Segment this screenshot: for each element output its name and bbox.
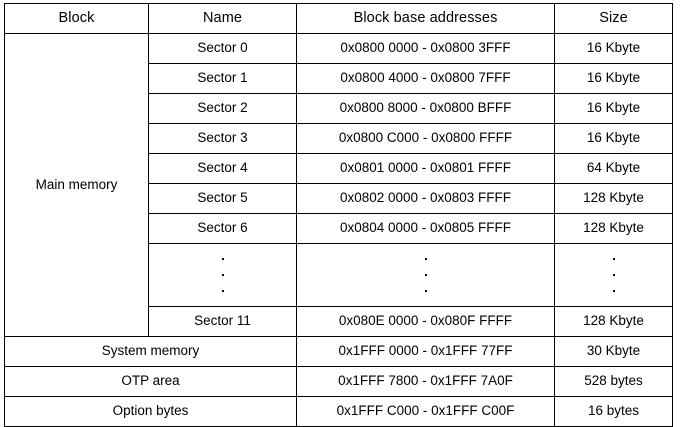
footer-size-cell: 30 Kbyte [554, 336, 673, 367]
sector-size-cell: 16 Kbyte [554, 123, 673, 154]
vertical-ellipsis-icon [149, 244, 296, 306]
table-row: Sector 1 0x0800 4000 - 0x0800 7FFF 16 Kb… [5, 63, 673, 94]
sector-address-cell: 0x080E 0000 - 0x080F FFFF [296, 306, 555, 337]
ellipsis-row [5, 243, 673, 307]
table-row: Main memory Sector 0 0x0800 0000 - 0x080… [4, 33, 673, 337]
sector-name-cell: Sector 6 [148, 213, 297, 244]
sector-name-cell: Sector 11 [148, 306, 297, 337]
sector-size-cell: 64 Kbyte [554, 153, 673, 184]
sector-address-cell: 0x0800 0000 - 0x0800 3FFF [296, 33, 555, 64]
sector-size-cell: 128 Kbyte [554, 183, 673, 214]
table-row: Option bytes 0x1FFF C000 - 0x1FFF C00F 1… [4, 396, 673, 427]
block-cell-system-memory: System memory [4, 336, 297, 367]
sector-name-cell: Sector 2 [148, 93, 297, 124]
memory-map-table: Block Name Block base addresses Size Mai… [4, 3, 673, 427]
footer-address-cell: 0x1FFF 7800 - 0x1FFF 7A0F [296, 366, 555, 397]
vertical-ellipsis-icon [555, 244, 672, 306]
sector-name-cell: Sector 5 [148, 183, 297, 214]
sector-name-cell: Sector 4 [148, 153, 297, 184]
column-header-size: Size [554, 3, 673, 34]
footer-size-cell: 528 bytes [554, 366, 673, 397]
sector-size-cell: 128 Kbyte [554, 306, 673, 337]
sector-address-cell: 0x0804 0000 - 0x0805 FFFF [296, 213, 555, 244]
sector-address-cell: 0x0800 8000 - 0x0800 BFFF [296, 93, 555, 124]
sector-name-cell: Sector 3 [148, 123, 297, 154]
column-header-block: Block [4, 3, 149, 34]
table-row: Sector 5 0x0802 0000 - 0x0803 FFFF 128 K… [5, 183, 673, 214]
table-row: Sector 4 0x0801 0000 - 0x0801 FFFF 64 Kb… [5, 153, 673, 184]
table-row: Sector 2 0x0800 8000 - 0x0800 BFFF 16 Kb… [5, 93, 673, 124]
table-row: Sector 11 0x080E 0000 - 0x080F FFFF 128 … [5, 306, 673, 337]
sector-size-cell: 16 Kbyte [554, 33, 673, 64]
sector-name-cell: Sector 0 [148, 33, 297, 64]
ellipsis-cell-address [296, 243, 555, 307]
block-cell-otp-area: OTP area [4, 366, 297, 397]
column-header-name: Name [148, 3, 297, 34]
vertical-ellipsis-icon [297, 244, 554, 306]
sector-size-cell: 16 Kbyte [554, 93, 673, 124]
table-row: System memory 0x1FFF 0000 - 0x1FFF 77FF … [4, 336, 673, 367]
sector-name-cell: Sector 1 [148, 63, 297, 94]
table-body: Main memory Sector 0 0x0800 0000 - 0x080… [4, 33, 673, 427]
sector-address-cell: 0x0800 4000 - 0x0800 7FFF [296, 63, 555, 94]
table-row: Sector 3 0x0800 C000 - 0x0800 FFFF 16 Kb… [5, 123, 673, 154]
sector-address-cell: 0x0800 C000 - 0x0800 FFFF [296, 123, 555, 154]
footer-address-cell: 0x1FFF C000 - 0x1FFF C00F [296, 396, 555, 427]
block-cell-option-bytes: Option bytes [4, 396, 297, 427]
sector-address-cell: 0x0802 0000 - 0x0803 FFFF [296, 183, 555, 214]
ellipsis-cell-name [148, 243, 297, 307]
sector-address-cell: 0x0801 0000 - 0x0801 FFFF [296, 153, 555, 184]
sector-size-cell: 16 Kbyte [554, 63, 673, 94]
ellipsis-cell-size [554, 243, 673, 307]
footer-address-cell: 0x1FFF 0000 - 0x1FFF 77FF [296, 336, 555, 367]
column-header-address: Block base addresses [296, 3, 555, 34]
memory-map-table-container: Block Name Block base addresses Size Mai… [4, 3, 673, 427]
table-row: OTP area 0x1FFF 7800 - 0x1FFF 7A0F 528 b… [4, 366, 673, 397]
sector-size-cell: 128 Kbyte [554, 213, 673, 244]
block-cell-main-memory: Main memory [4, 33, 149, 337]
table-header: Block Name Block base addresses Size [4, 3, 673, 34]
header-row: Block Name Block base addresses Size [4, 3, 673, 34]
footer-size-cell: 16 bytes [554, 396, 673, 427]
